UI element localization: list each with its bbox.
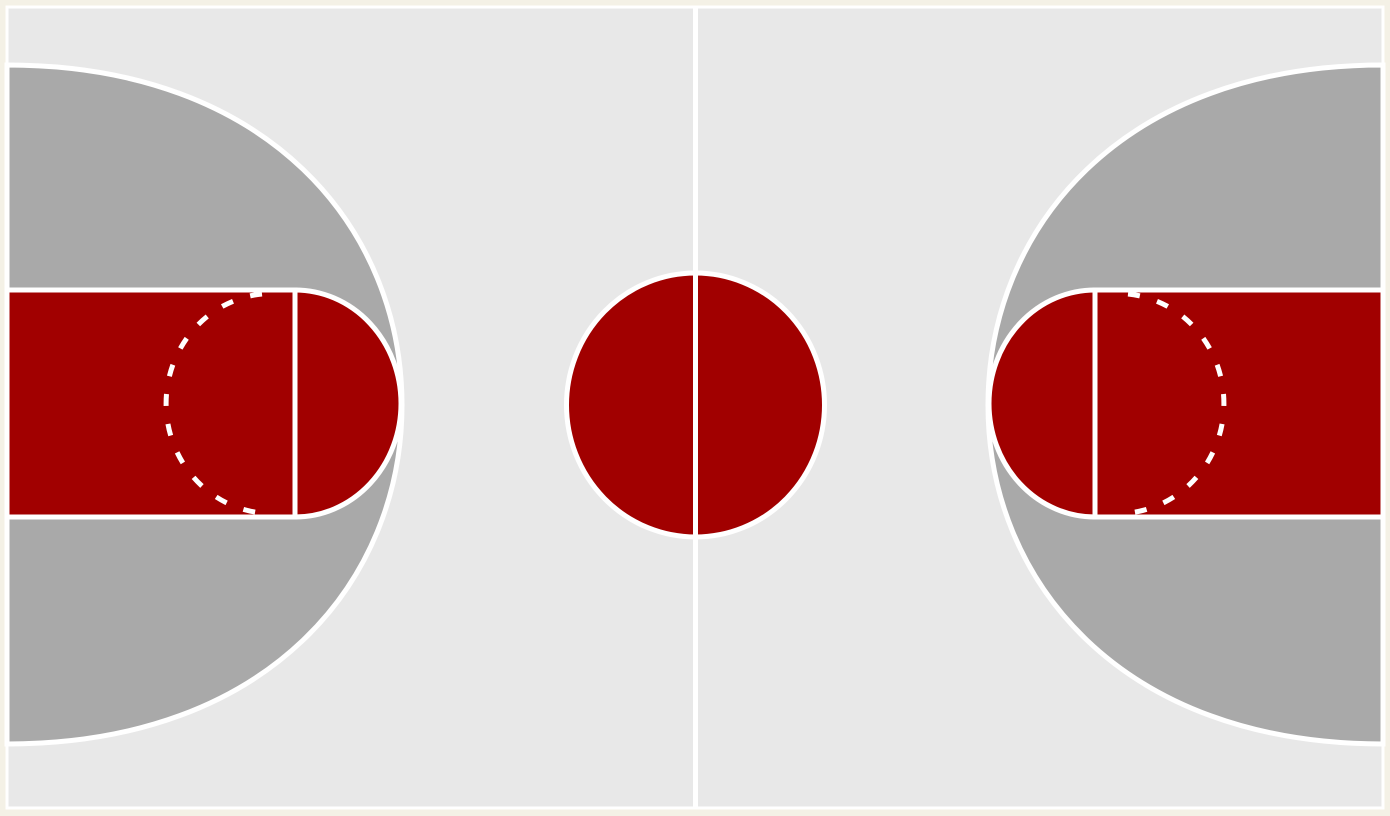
- free-throw-dashed-arc-left: [163, 291, 263, 516]
- free-throw-arc-left: [294, 287, 404, 520]
- paint-right: [1092, 287, 1386, 520]
- free-throw-arc-right: [986, 287, 1096, 520]
- court-boundary: [5, 5, 1385, 810]
- free-throw-dashed-arc-right: [1127, 291, 1227, 516]
- paint-left: [4, 287, 298, 520]
